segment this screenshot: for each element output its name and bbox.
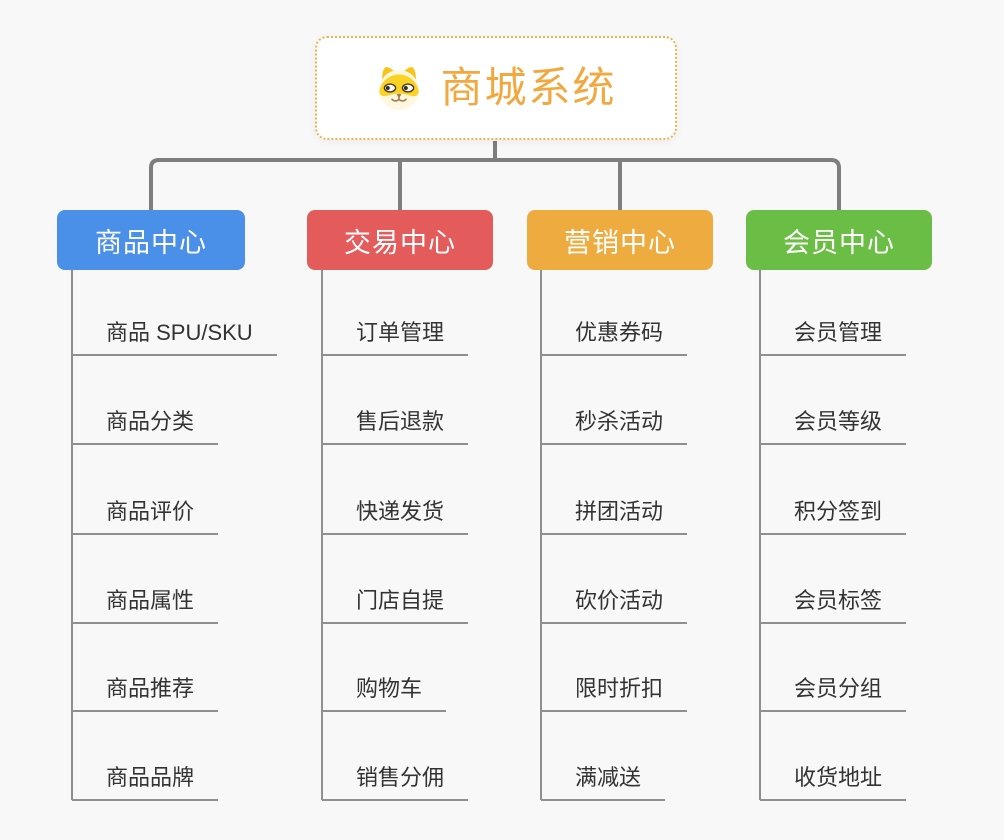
leaf-node[interactable]: 秒杀活动 <box>541 409 688 445</box>
leaf-node[interactable]: 订单管理 <box>322 320 469 356</box>
leaf-node[interactable]: 售后退款 <box>322 409 469 445</box>
leaf-node[interactable]: 商品分类 <box>72 409 219 445</box>
leaf-node[interactable]: 会员分组 <box>760 676 907 712</box>
leaf-node[interactable]: 收货地址 <box>760 765 907 801</box>
dog-icon <box>379 67 420 110</box>
branch-header-trade-center[interactable]: 交易中心 <box>307 210 493 270</box>
leaf-node[interactable]: 限时折扣 <box>541 676 688 712</box>
root-node[interactable]: 商城系统 <box>315 36 677 140</box>
branch-header-product-center[interactable]: 商品中心 <box>57 210 245 270</box>
leaf-node[interactable]: 商品 SPU/SKU <box>72 320 277 356</box>
leaf-node[interactable]: 购物车 <box>322 676 447 712</box>
leaf-node[interactable]: 优惠券码 <box>541 320 688 356</box>
leaf-node[interactable]: 商品属性 <box>72 588 219 624</box>
leaf-node[interactable]: 门店自提 <box>322 588 469 624</box>
leaf-node[interactable]: 商品评价 <box>72 499 219 535</box>
leaf-node[interactable]: 会员管理 <box>760 320 907 356</box>
leaf-node[interactable]: 商品品牌 <box>72 765 219 801</box>
branch-connector-line <box>759 270 761 800</box>
root-title: 商城系统 <box>440 64 617 111</box>
branch-connector-line <box>71 270 73 800</box>
branch-connector-line <box>540 270 542 800</box>
leaf-node[interactable]: 砍价活动 <box>541 588 688 624</box>
leaf-node[interactable]: 满减送 <box>541 765 666 801</box>
leaf-node[interactable]: 会员等级 <box>760 409 907 445</box>
leaf-node[interactable]: 积分签到 <box>760 499 907 535</box>
branch-header-marketing-center[interactable]: 营销中心 <box>527 210 713 270</box>
branch-connector-line <box>321 270 323 800</box>
leaf-node[interactable]: 商品推荐 <box>72 676 219 712</box>
branch-header-member-center[interactable]: 会员中心 <box>746 210 932 270</box>
leaf-node[interactable]: 会员标签 <box>760 588 907 624</box>
leaf-node[interactable]: 拼团活动 <box>541 499 688 535</box>
leaf-node[interactable]: 快递发货 <box>322 499 469 535</box>
leaf-node[interactable]: 销售分佣 <box>322 765 469 801</box>
